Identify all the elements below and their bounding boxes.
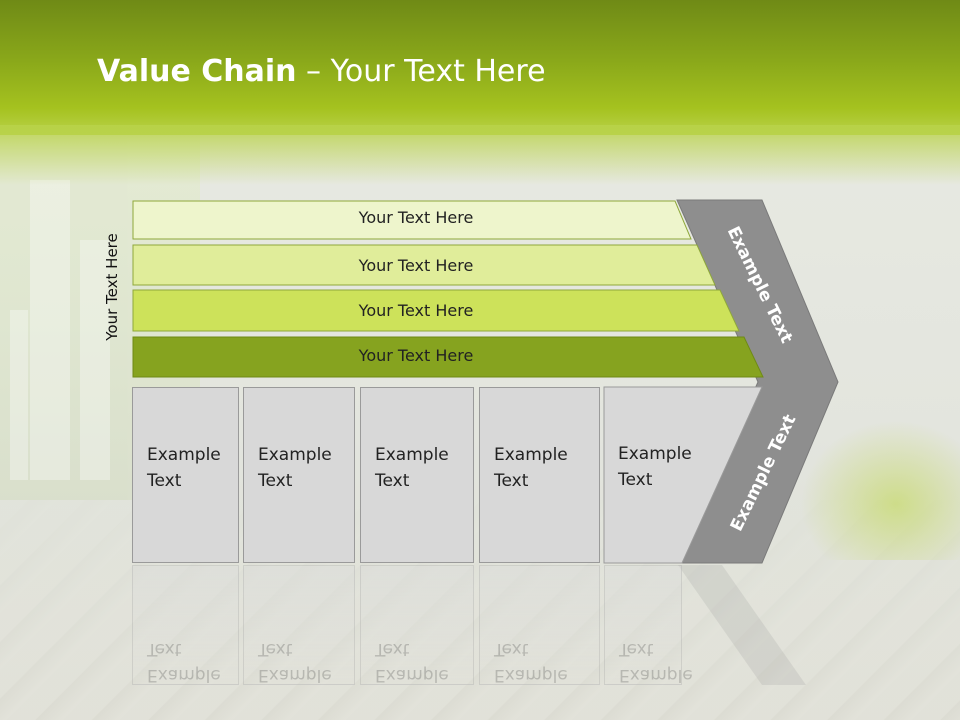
activity-box-1: Example Text [132,387,239,563]
box-reflection-3: Example Text [375,639,449,685]
bar-label-1: Your Text Here [358,208,474,227]
bar-shape-3 [132,289,740,332]
activity-box-4: Example Text [479,387,600,563]
background-sofa [800,420,960,560]
activity-box-3: Example Text [360,387,474,563]
bar-shape-4 [132,336,764,378]
box-text-1: Example Text [147,445,221,491]
box-shape-5 [603,386,763,564]
box-text-4: Example Text [494,445,568,491]
bar-shape-2 [132,244,716,286]
box-text-3: Example Text [375,445,449,491]
chevron-arrow [676,199,839,564]
title-bold: Value Chain [97,54,297,89]
box-reflection-1: Example Text [147,639,221,685]
slide-title: Value Chain – Your Text Here [97,54,546,89]
box-reflection-5: Example Text [619,639,693,685]
activity-box-2: Example Text [243,387,355,563]
box-text-5: Example Text [618,444,692,490]
title-rest: – Your Text Here [296,54,546,89]
box-reflection-2: Example Text [258,639,332,685]
box-text-2: Example Text [258,445,332,491]
bar-shape-1 [132,200,692,240]
side-label: Your Text Here [103,233,121,341]
bar-label-2: Your Text Here [358,256,474,275]
box-reflection-4: Example Text [494,639,568,685]
title-banner [0,0,960,135]
bar-label-3: Your Text Here [358,301,474,320]
bar-label-4: Your Text Here [358,346,474,365]
